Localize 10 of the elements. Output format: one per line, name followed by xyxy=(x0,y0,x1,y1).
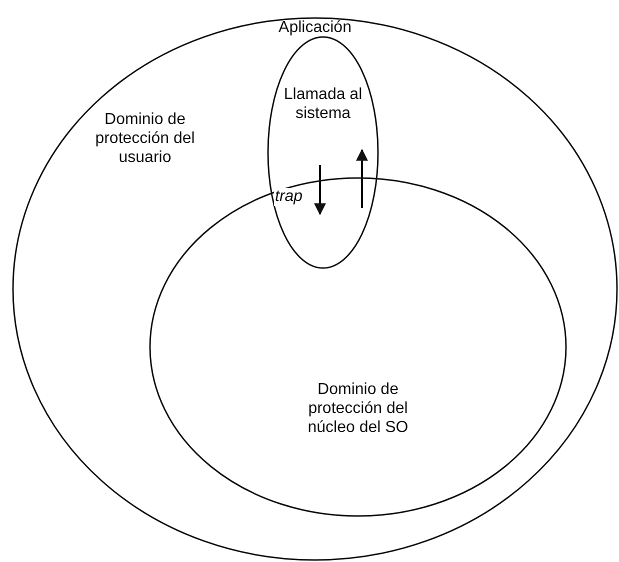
edge-label: trap xyxy=(274,188,304,206)
arrow xyxy=(314,165,326,216)
outer-ellipse xyxy=(13,18,617,560)
small-ellipse xyxy=(268,37,378,268)
node-text: Llamada al sistema xyxy=(282,85,364,123)
heading-text: Aplicación xyxy=(278,18,352,37)
node-text: Dominio de protección del usuario xyxy=(94,110,196,167)
arrow xyxy=(356,148,368,208)
inner-circle xyxy=(150,178,566,516)
node-text: Dominio de protección del núcleo del SO xyxy=(306,380,410,437)
